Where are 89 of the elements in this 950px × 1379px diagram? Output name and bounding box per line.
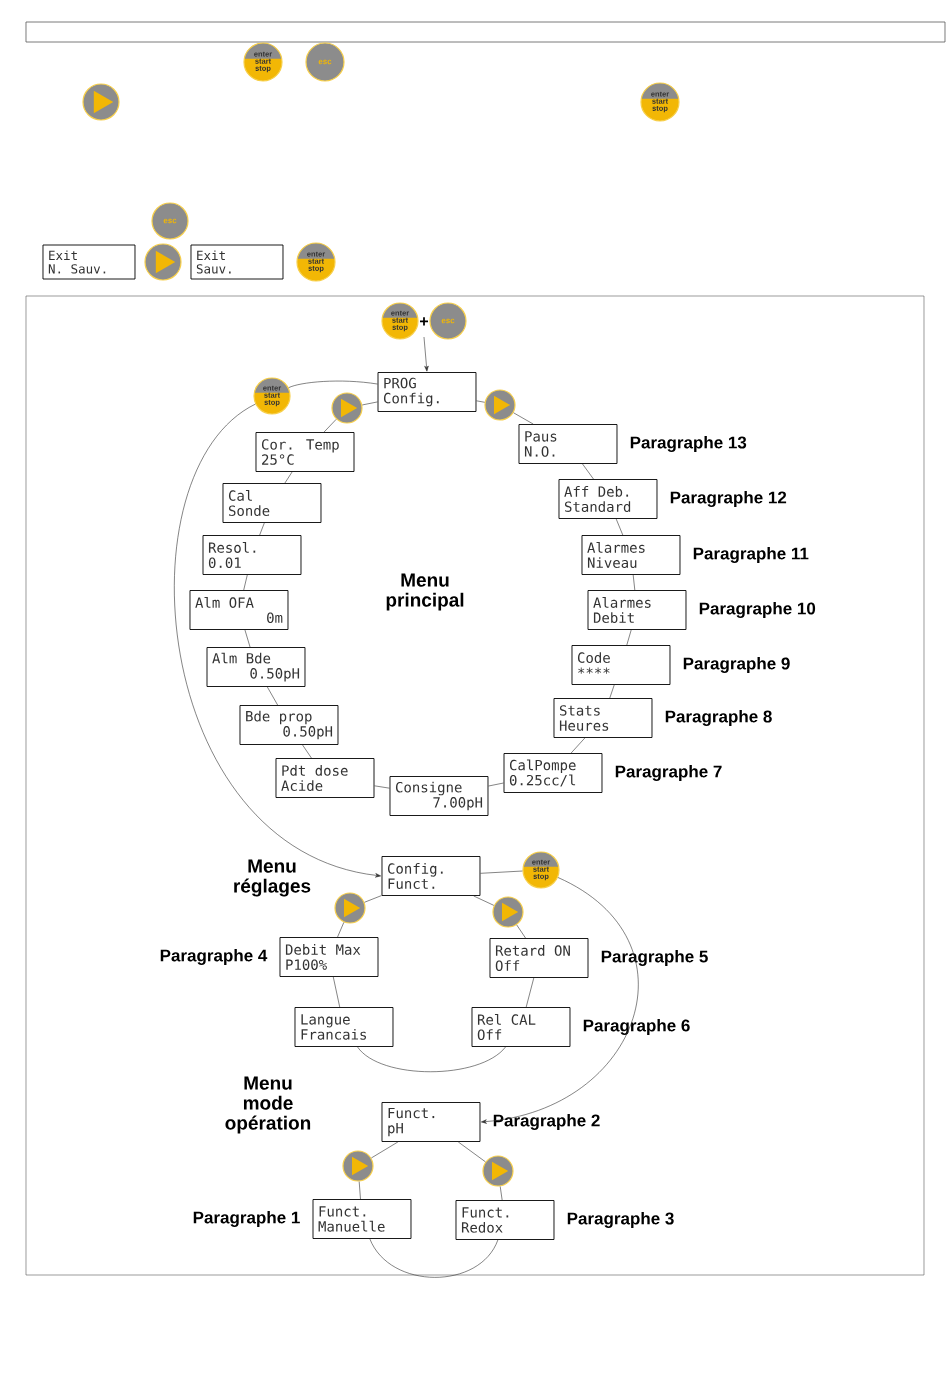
paragraph-label: Paragraphe 4	[160, 949, 268, 965]
lcd-display: PROG Config.	[377, 372, 477, 412]
lcd-display: Code ****	[571, 645, 671, 685]
connector-line	[364, 895, 382, 903]
connector-line	[288, 380, 378, 388]
paragraph-label: Paragraphe 3	[567, 1212, 674, 1228]
paragraph-label: Paragraphe 7	[615, 765, 722, 781]
play-button	[342, 1150, 374, 1182]
play-button	[144, 243, 182, 281]
connector-line	[476, 400, 485, 403]
lcd-display: Exit Sauv.	[190, 244, 284, 280]
paragraph-label: Paragraphe 9	[683, 657, 790, 673]
connector-line	[374, 785, 390, 789]
lcd-display: Aff Deb. Standard	[558, 479, 658, 519]
lcd-display: Resol. 0.01	[202, 535, 302, 575]
play-button	[82, 83, 120, 121]
play-button	[482, 1155, 514, 1187]
lcd-display: Langue Francais	[294, 1007, 394, 1047]
lcd-display: Alarmes Niveau	[581, 535, 681, 575]
menu-title: Menu réglages	[234, 859, 311, 897]
connector-line	[480, 870, 523, 874]
connector-line	[570, 737, 586, 754]
paragraph-label: Paragraphe 6	[583, 1019, 690, 1035]
connector-line	[615, 518, 624, 536]
plus-sign: +	[420, 317, 428, 326]
esc-button: esc	[151, 202, 189, 240]
connector-line	[362, 401, 378, 406]
connector-line	[323, 419, 337, 433]
arrow	[174, 403, 381, 878]
lcd-display: Cor. Temp 25°C	[255, 432, 355, 472]
lcd-display: Funct. Redox	[455, 1200, 555, 1240]
connector-line	[284, 471, 293, 484]
paragraph-label: Paragraphe 5	[601, 950, 708, 966]
lcd-display: Funct. Manuelle	[312, 1199, 412, 1239]
connector-line	[358, 1181, 361, 1200]
connector-line	[609, 684, 615, 699]
menu-title: Menu principal	[386, 573, 464, 611]
connector-line	[626, 629, 632, 646]
paragraph-label: Paragraphe 10	[699, 602, 816, 618]
esc-button: esc	[305, 42, 345, 82]
lcd-display: Rel CAL Off	[471, 1007, 571, 1047]
paragraph-label: Paragraphe 12	[670, 491, 787, 507]
lcd-display: Config. Funct.	[381, 856, 481, 896]
connector-line	[525, 977, 535, 1008]
arrow	[481, 877, 639, 1124]
connector-line	[337, 922, 345, 938]
paragraph-label: Paragraphe 11	[693, 547, 809, 563]
lcd-display: Alm OFA 0m	[189, 590, 289, 630]
lcd-display: Debit Max P100%	[279, 937, 379, 977]
play-button	[492, 896, 524, 928]
connector-line	[513, 412, 534, 425]
lcd-display: Alm Bde 0.50pH	[206, 647, 306, 687]
lcd-display: Bde prop 0.50pH	[239, 705, 339, 745]
connector-line	[267, 686, 278, 706]
connector-line	[357, 1046, 506, 1073]
play-button	[334, 892, 366, 924]
play-button	[484, 389, 516, 421]
connector-line	[244, 629, 251, 648]
lcd-display: CalPompe 0.25cc/l	[503, 753, 603, 793]
paragraph-label: Paragraphe 2	[493, 1114, 600, 1130]
connector-line	[369, 1238, 499, 1278]
arrow	[423, 336, 429, 372]
menu-title: Menu mode opération	[225, 1076, 311, 1134]
lcd-display: Retard ON Off	[489, 938, 589, 978]
lcd-display: Funct. pH	[381, 1102, 481, 1142]
connector-line	[516, 924, 526, 939]
play-button	[331, 392, 363, 424]
connector-line	[243, 574, 248, 591]
lcd-display: Stats Heures	[553, 698, 653, 738]
paragraph-label: Paragraphe 1	[193, 1211, 300, 1227]
lcd-display: Alarmes Debit	[587, 590, 687, 630]
connector-line	[473, 895, 495, 906]
lcd-display: Pdt dose Acide	[275, 758, 375, 798]
connector-line	[632, 574, 636, 591]
lcd-display: Consigne 7.00pH	[389, 776, 489, 816]
paragraph-label: Paragraphe 13	[630, 436, 747, 452]
connector-line	[488, 782, 504, 787]
connector-line	[457, 1141, 486, 1163]
esc-button: esc	[429, 302, 467, 340]
connector-line	[582, 463, 594, 480]
connector-line	[332, 976, 341, 1008]
lcd-display: Paus N.O.	[518, 424, 618, 464]
connector-line	[371, 1141, 399, 1159]
connector-line	[259, 522, 265, 536]
paragraph-label: Paragraphe 8	[665, 710, 772, 726]
connector-line	[499, 1186, 503, 1201]
connector-line	[302, 744, 312, 759]
lcd-display: Cal Sonde	[222, 483, 322, 523]
lcd-display: Exit N. Sauv.	[42, 244, 136, 280]
